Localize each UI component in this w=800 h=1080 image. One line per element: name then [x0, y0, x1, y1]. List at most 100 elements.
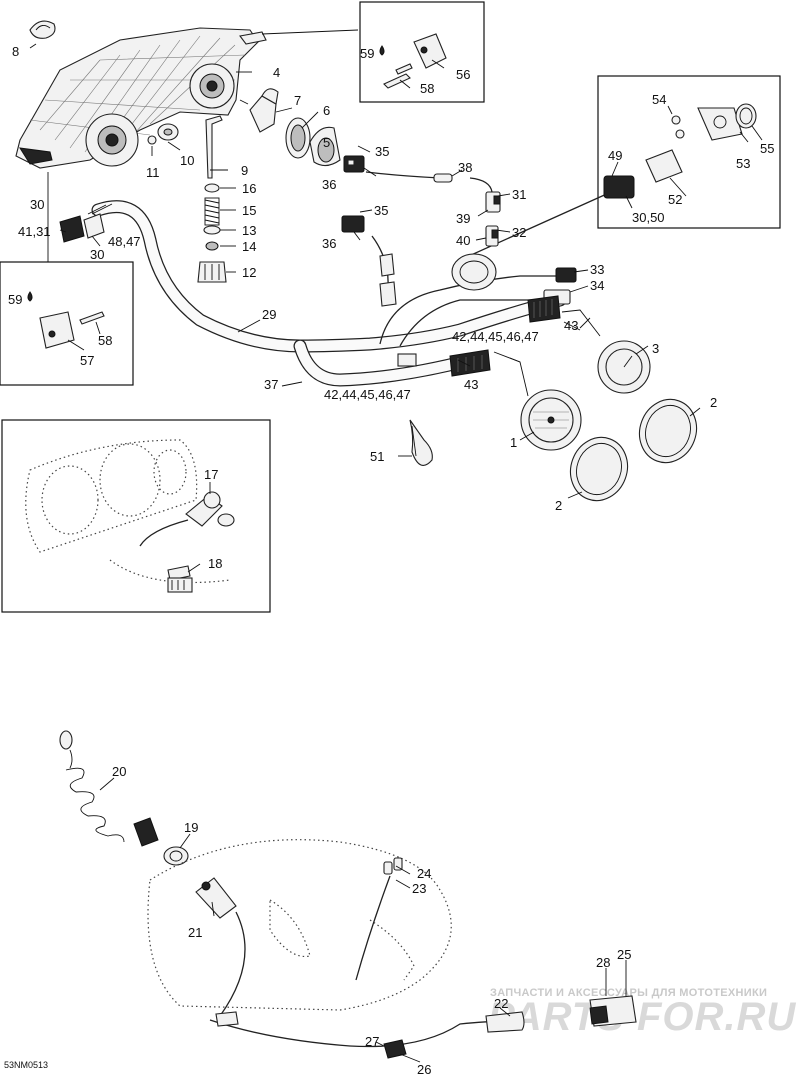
connector-43-lower-icon — [397, 349, 491, 377]
label-part-1: 1 — [510, 435, 517, 450]
label-part-59b: 59 — [8, 292, 22, 307]
label-part-26: 26 — [417, 1062, 431, 1077]
label-part-4: 4 — [273, 65, 280, 80]
gauge-1-icon — [520, 389, 582, 451]
grommet-10-icon — [157, 123, 179, 141]
tie-wrap-51-icon — [409, 419, 433, 466]
connectors-31-39-40-icon — [485, 191, 501, 247]
label-part-52: 52 — [668, 192, 682, 207]
label-part-7: 7 — [294, 93, 301, 108]
label-part-30-50: 30,50 — [632, 210, 665, 225]
label-part-34: 34 — [590, 278, 604, 293]
bracket-56-icon — [383, 33, 447, 89]
bezel-2b-icon — [638, 398, 698, 464]
label-part-9: 9 — [241, 163, 248, 178]
label-part-57: 57 — [80, 353, 94, 368]
label-part-22: 22 — [494, 996, 508, 1011]
screws-54-icon — [671, 115, 685, 139]
label-part-39: 39 — [456, 211, 470, 226]
socket-49-52-icon — [603, 149, 683, 199]
terminals-18-icon — [167, 565, 193, 593]
label-part-35a: 35 — [375, 144, 389, 159]
label-part-12: 12 — [242, 265, 256, 280]
label-part-2b: 2 — [710, 395, 717, 410]
label-part-48-47: 48,47 — [108, 234, 141, 249]
cluster-outline — [25, 439, 231, 584]
inset-box-cluster-ambient — [597, 75, 781, 229]
connector-30-icon — [59, 203, 113, 243]
washer-16-icon — [204, 183, 220, 193]
droplet-icon — [379, 45, 385, 56]
label-part-17: 17 — [204, 467, 218, 482]
label-part-58a: 58 — [420, 81, 434, 96]
label-part-21: 21 — [188, 925, 202, 940]
droplet-icon — [27, 291, 33, 302]
label-part-51: 51 — [370, 449, 384, 464]
boot-19-icon — [163, 846, 189, 866]
label-part-40: 40 — [456, 233, 470, 248]
label-part-54: 54 — [652, 92, 666, 107]
label-part-16: 16 — [242, 181, 256, 196]
spring-15-icon — [204, 197, 220, 226]
label-part-43a: 43 — [564, 318, 578, 333]
watermark: ЗАПЧАСТИ И АКСЕССУАРЫ ДЛЯ МОТОТЕХНИКИ PA… — [488, 987, 795, 1039]
label-parts-42-47a: 42,44,45,46,47 — [452, 329, 539, 344]
handlebar-outline — [147, 839, 452, 1011]
label-part-41-31: 41,31 — [18, 224, 51, 239]
bracket-57-icon — [39, 311, 105, 349]
nut-14-icon — [205, 241, 219, 251]
adjuster-rod-9-icon — [205, 115, 223, 179]
label-part-32: 32 — [512, 225, 526, 240]
terminals-23-24-icon — [355, 857, 403, 981]
connector-5-35-icon — [343, 155, 365, 173]
label-part-31: 31 — [512, 187, 526, 202]
label-part-30b: 30 — [90, 247, 104, 262]
retaining-ring-6-icon — [285, 117, 311, 159]
label-part-37: 37 — [264, 377, 278, 392]
label-part-5: 5 — [323, 135, 330, 150]
label-part-43b: 43 — [464, 377, 478, 392]
label-part-10: 10 — [180, 153, 194, 168]
label-part-28: 28 — [596, 955, 610, 970]
watermark-tagline: ЗАПЧАСТИ И АКСЕССУАРЫ ДЛЯ МОТОТЕХНИКИ — [490, 987, 767, 999]
wiring-harness-29 — [91, 171, 621, 387]
label-part-13: 13 — [242, 223, 256, 238]
label-part-33: 33 — [590, 262, 604, 277]
label-part-38: 38 — [458, 160, 472, 175]
fuse-38-icon — [433, 173, 453, 183]
label-part-27: 27 — [365, 1034, 379, 1049]
label-part-58b: 58 — [98, 333, 112, 348]
ignition-switch-17-icon — [139, 491, 235, 547]
label-part-35b: 35 — [374, 203, 388, 218]
label-part-59a: 59 — [360, 46, 374, 61]
bezel-2a-icon — [569, 436, 629, 502]
label-part-6: 6 — [323, 103, 330, 118]
label-part-53: 53 — [736, 156, 750, 171]
gauge-3-icon — [597, 340, 651, 394]
tether-cord-20-icon — [59, 730, 159, 847]
label-part-25: 25 — [617, 947, 631, 962]
ring-55-icon — [735, 103, 757, 129]
connectors-35-36-lower-icon — [341, 215, 397, 307]
drawing-code: 53NM0513 — [4, 1060, 48, 1070]
label-parts-42-47b: 42,44,45,46,47 — [324, 387, 411, 402]
label-part-15: 15 — [242, 203, 256, 218]
label-part-19: 19 — [184, 820, 198, 835]
label-part-3: 3 — [652, 341, 659, 356]
leader-lines — [29, 29, 763, 1063]
connector-43-upper-icon — [527, 295, 561, 323]
label-part-2a: 2 — [555, 498, 562, 513]
label-part-23: 23 — [412, 881, 426, 896]
switch-21-icon — [195, 877, 246, 1017]
washer-13-icon — [203, 225, 221, 235]
label-part-49: 49 — [608, 148, 622, 163]
label-part-29: 29 — [262, 307, 276, 322]
callout-labels: 1 2 2 3 4 5 6 7 8 9 10 11 12 13 14 15 16… — [8, 44, 774, 1077]
label-part-11: 11 — [146, 165, 160, 180]
clamp-8-icon — [29, 20, 56, 39]
label-part-24: 24 — [417, 866, 431, 881]
label-part-20: 20 — [112, 764, 126, 779]
label-part-36a: 36 — [322, 177, 336, 192]
connector-25-28-icon — [589, 995, 637, 1027]
